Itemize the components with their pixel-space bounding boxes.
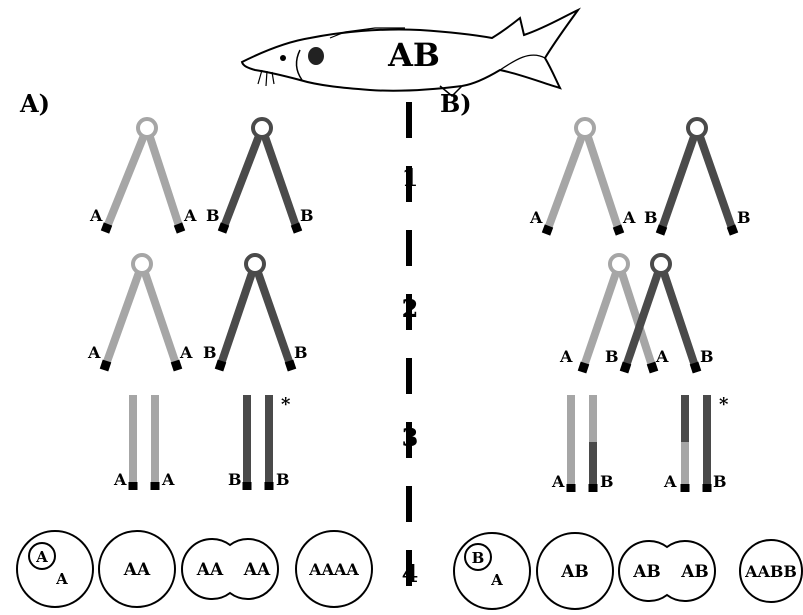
chromosome-light-row1-right [541,117,625,236]
nucleus-group-left-1 [16,530,94,608]
nucleus-right-3-dividing [618,540,716,602]
nucleus-left-2 [98,530,176,608]
label-b: B [713,472,727,491]
chromosome-light-row2-right [577,253,659,374]
asterisk-marker: * [281,394,291,415]
chromosome-dark-row1-left [217,117,303,234]
nucleus-outer-letter: A [490,571,503,589]
panel-label-left: A) [19,89,50,118]
nucleus-left-4 [295,530,373,608]
fish-barbels [257,69,275,87]
chromatid-dark-row3-left [242,395,274,490]
fish-eye [280,55,286,61]
label-b: B [700,347,714,366]
chromatid-light-row3-left [128,395,160,490]
nucleus-label: AABB [744,562,797,581]
nucleus-outer-letter: A [55,570,68,588]
nucleus-label: AB [632,562,661,582]
nucleus-inner-letter: B [472,549,485,567]
nucleus-label: AAAA [308,560,359,579]
label-a: A [183,206,197,225]
chromosome-dark-row2-left [214,253,297,372]
label-b: B [300,206,314,225]
nucleus-right-2 [536,532,614,610]
fish-head-line [295,49,303,81]
chromatid-light-row3-right [566,395,598,492]
label-a: A [161,470,175,489]
label-a: A [663,472,677,491]
label-b: B [294,343,308,362]
chromatid-dark-row3-right [680,395,712,492]
step-number-4: 4 [402,559,419,588]
label-b: B [203,343,217,362]
label-b: B [276,470,290,489]
nucleus-group-right-1 [453,532,531,610]
label-a: A [551,472,565,491]
fish-back-ridge [329,27,405,39]
fish-tail-fin [499,54,546,71]
chromosome-light-row2-left [99,253,183,372]
label-a: A [529,208,543,227]
label-a: A [655,347,669,366]
fish-gill-patch [308,47,324,65]
label-a: A [622,208,636,227]
label-b: B [605,347,619,366]
label-b: B [600,472,614,491]
chromosome-light-row1-left [100,117,186,234]
label-a: A [179,343,193,362]
label-b: B [644,208,658,227]
asterisk-marker: * [719,394,729,415]
nucleus-right-4 [739,539,803,603]
label-b: B [206,206,220,225]
chromosome-dark-row2-right [619,253,702,374]
nucleus-label: AA [196,560,224,580]
nucleus-label: AB [680,562,709,582]
fish-lower-fin [439,85,463,98]
step-number-1: 1 [402,163,419,192]
nucleus-label: AA [123,560,151,580]
label-b: B [228,470,242,489]
nucleus-label: AA [243,560,271,580]
chromosome-dark-row1-right [655,117,739,236]
label-a: A [113,470,127,489]
fish-body [240,7,582,92]
step-number-3: 3 [402,423,419,452]
label-a: A [87,343,101,362]
sturgeon-illustration [240,7,582,98]
label-a: A [559,347,573,366]
nucleus-left-3-dividing [181,538,279,600]
panel-label-right: B) [440,89,472,118]
nucleus-label: AB [560,562,589,582]
label-b: B [737,208,751,227]
nucleus-inner-letter: A [35,548,48,566]
fish-title: AB [387,36,440,74]
label-a: A [89,206,103,225]
step-number-2: 2 [402,294,419,323]
